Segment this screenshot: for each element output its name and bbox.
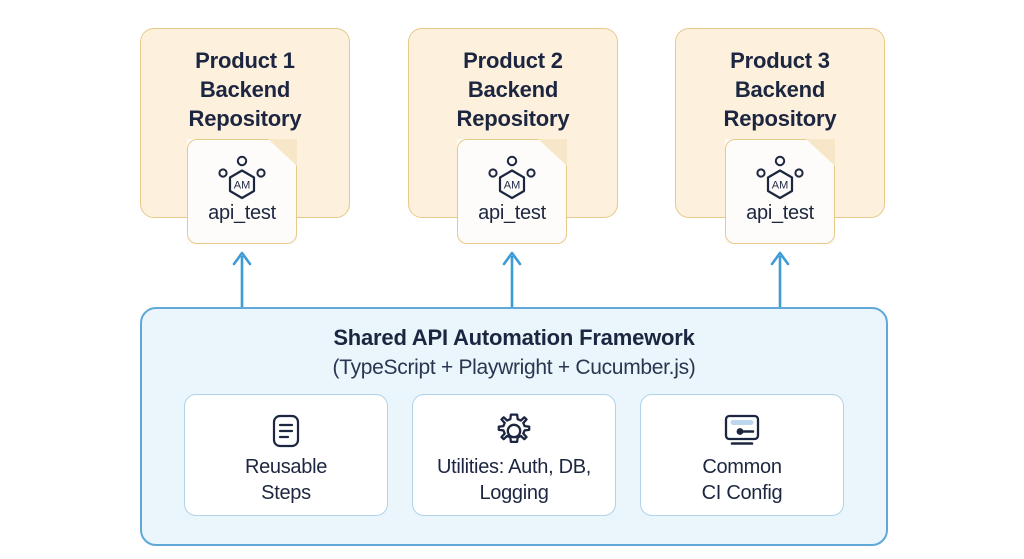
arrow-framework-to-product-3 [768, 248, 792, 314]
framework-card-common-ci-config: Common CI Config [640, 394, 844, 516]
product-repository-box-2: Product 2 Backend Repository [408, 28, 618, 218]
framework-card-utilities: Utilities: Auth, DB, Logging [412, 394, 616, 516]
card-label-line: Steps [261, 481, 311, 504]
api-test-document-card-2: AM api_test [457, 139, 567, 244]
svg-text:AM: AM [772, 179, 789, 191]
gear-icon [494, 409, 534, 453]
product-repository-title-3: Product 3 Backend Repository [676, 46, 884, 133]
api-test-label: api_test [746, 202, 814, 224]
product-repository-title-1: Product 1 Backend Repository [141, 46, 349, 133]
framework-card-label: Common CI Config [696, 455, 789, 506]
shared-framework-panel: Shared API Automation Framework (TypeScr… [140, 307, 888, 546]
framework-card-label: Reusable Steps [239, 455, 333, 506]
repo-title-line: Repository [456, 106, 570, 132]
card-label-line: CI Config [701, 481, 783, 504]
monitor-key-icon [720, 409, 764, 453]
framework-card-reusable-steps: Reusable Steps [184, 394, 388, 516]
am-hexagon-node-icon: AM [725, 154, 835, 202]
repo-title-line: Product 3 [730, 48, 830, 73]
arrow-framework-to-product-2 [500, 248, 524, 314]
api-test-document-card-1: AM api_test [187, 139, 297, 244]
repo-title-line: Backend [467, 77, 559, 103]
card-label-line: Common [702, 456, 782, 478]
repo-title-line: Backend [199, 77, 291, 103]
framework-card-row: Reusable Steps Utilities: Auth, DB, Logg… [184, 394, 844, 516]
card-label-line: Logging [479, 481, 549, 504]
repo-title-line: Product 2 [463, 48, 563, 73]
api-test-document-card-3: AM api_test [725, 139, 835, 244]
am-hexagon-node-icon: AM [187, 154, 297, 202]
card-label-line: Reusable [244, 456, 328, 478]
svg-text:AM: AM [504, 179, 521, 191]
repo-title-line: Repository [188, 106, 302, 132]
repo-title-line: Product 1 [195, 48, 295, 73]
api-test-label: api_test [208, 202, 276, 224]
framework-title: Shared API Automation Framework [333, 325, 695, 350]
svg-text:AM: AM [234, 179, 251, 191]
arrow-framework-to-product-1 [230, 248, 254, 314]
card-label-line: Utilities: Auth, DB, [436, 456, 592, 478]
repo-title-line: Repository [723, 106, 837, 132]
api-test-label: api_test [478, 202, 546, 224]
framework-subtitle: (TypeScript + Playwright + Cucumber.js) [332, 356, 696, 379]
product-repository-title-2: Product 2 Backend Repository [409, 46, 617, 133]
am-hexagon-node-icon: AM [457, 154, 567, 202]
framework-card-label: Utilities: Auth, DB, Logging [431, 455, 597, 506]
document-lines-icon [267, 409, 305, 453]
repo-title-line: Backend [734, 77, 826, 103]
